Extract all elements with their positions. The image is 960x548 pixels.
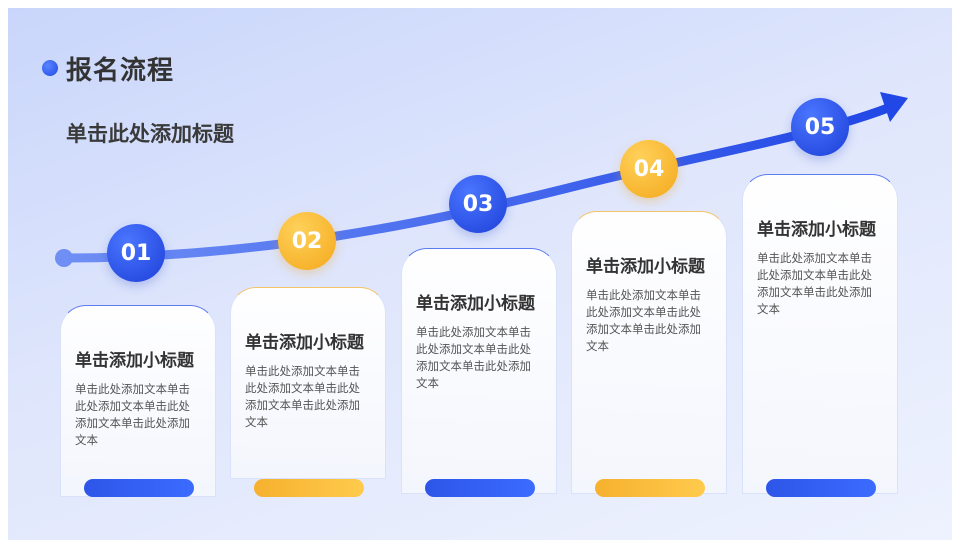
step-body: 单击此处添加文本单击此处添加文本单击此处添加文本单击此处添加文本 bbox=[245, 364, 360, 429]
page-subtitle: 单击此处添加标题 bbox=[66, 122, 234, 146]
title-bullet-icon bbox=[42, 60, 58, 76]
step-body: 单击此处添加文本单击此处添加文本单击此处添加文本单击此处添加文本 bbox=[416, 325, 531, 390]
step-card-3[interactable]: 单击添加小标题 单击此处添加文本单击此处添加文本单击此处添加文本单击此处添加文本 bbox=[401, 248, 557, 494]
step-pill-3 bbox=[425, 479, 535, 497]
step-badge-4: 04 bbox=[620, 140, 678, 198]
step-body: 单击此处添加文本单击此处添加文本单击此处添加文本单击此处添加文本 bbox=[586, 288, 701, 353]
step-title: 单击添加小标题 bbox=[586, 257, 705, 277]
step-pill-5 bbox=[766, 479, 876, 497]
step-card-2[interactable]: 单击添加小标题 单击此处添加文本单击此处添加文本单击此处添加文本单击此处添加文本 bbox=[230, 287, 386, 479]
step-card-5[interactable]: 单击添加小标题 单击此处添加文本单击此处添加文本单击此处添加文本单击此处添加文本 bbox=[742, 174, 898, 494]
arrow-head bbox=[880, 92, 908, 122]
step-card-1[interactable]: 单击添加小标题 单击此处添加文本单击此处添加文本单击此处添加文本单击此处添加文本 bbox=[60, 305, 216, 497]
slide: 报名流程 单击此处添加标题 单击添加小标题 单击此处添加文本单击此处添加文本单击… bbox=[8, 8, 952, 540]
step-title: 单击添加小标题 bbox=[757, 220, 876, 240]
step-badge-5: 05 bbox=[791, 98, 849, 156]
step-title: 单击添加小标题 bbox=[416, 294, 535, 314]
step-badge-3: 03 bbox=[449, 175, 507, 233]
step-title: 单击添加小标题 bbox=[245, 333, 364, 353]
step-body: 单击此处添加文本单击此处添加文本单击此处添加文本单击此处添加文本 bbox=[75, 382, 190, 447]
step-card-4[interactable]: 单击添加小标题 单击此处添加文本单击此处添加文本单击此处添加文本单击此处添加文本 bbox=[571, 211, 727, 494]
step-badge-1: 01 bbox=[107, 224, 165, 282]
page-title: 报名流程 bbox=[66, 56, 175, 86]
step-pill-4 bbox=[595, 479, 705, 497]
step-badge-2: 02 bbox=[278, 212, 336, 270]
step-body: 单击此处添加文本单击此处添加文本单击此处添加文本单击此处添加文本 bbox=[757, 251, 872, 316]
step-pill-2 bbox=[254, 479, 364, 497]
step-pill-1 bbox=[84, 479, 194, 497]
step-title: 单击添加小标题 bbox=[75, 351, 194, 371]
